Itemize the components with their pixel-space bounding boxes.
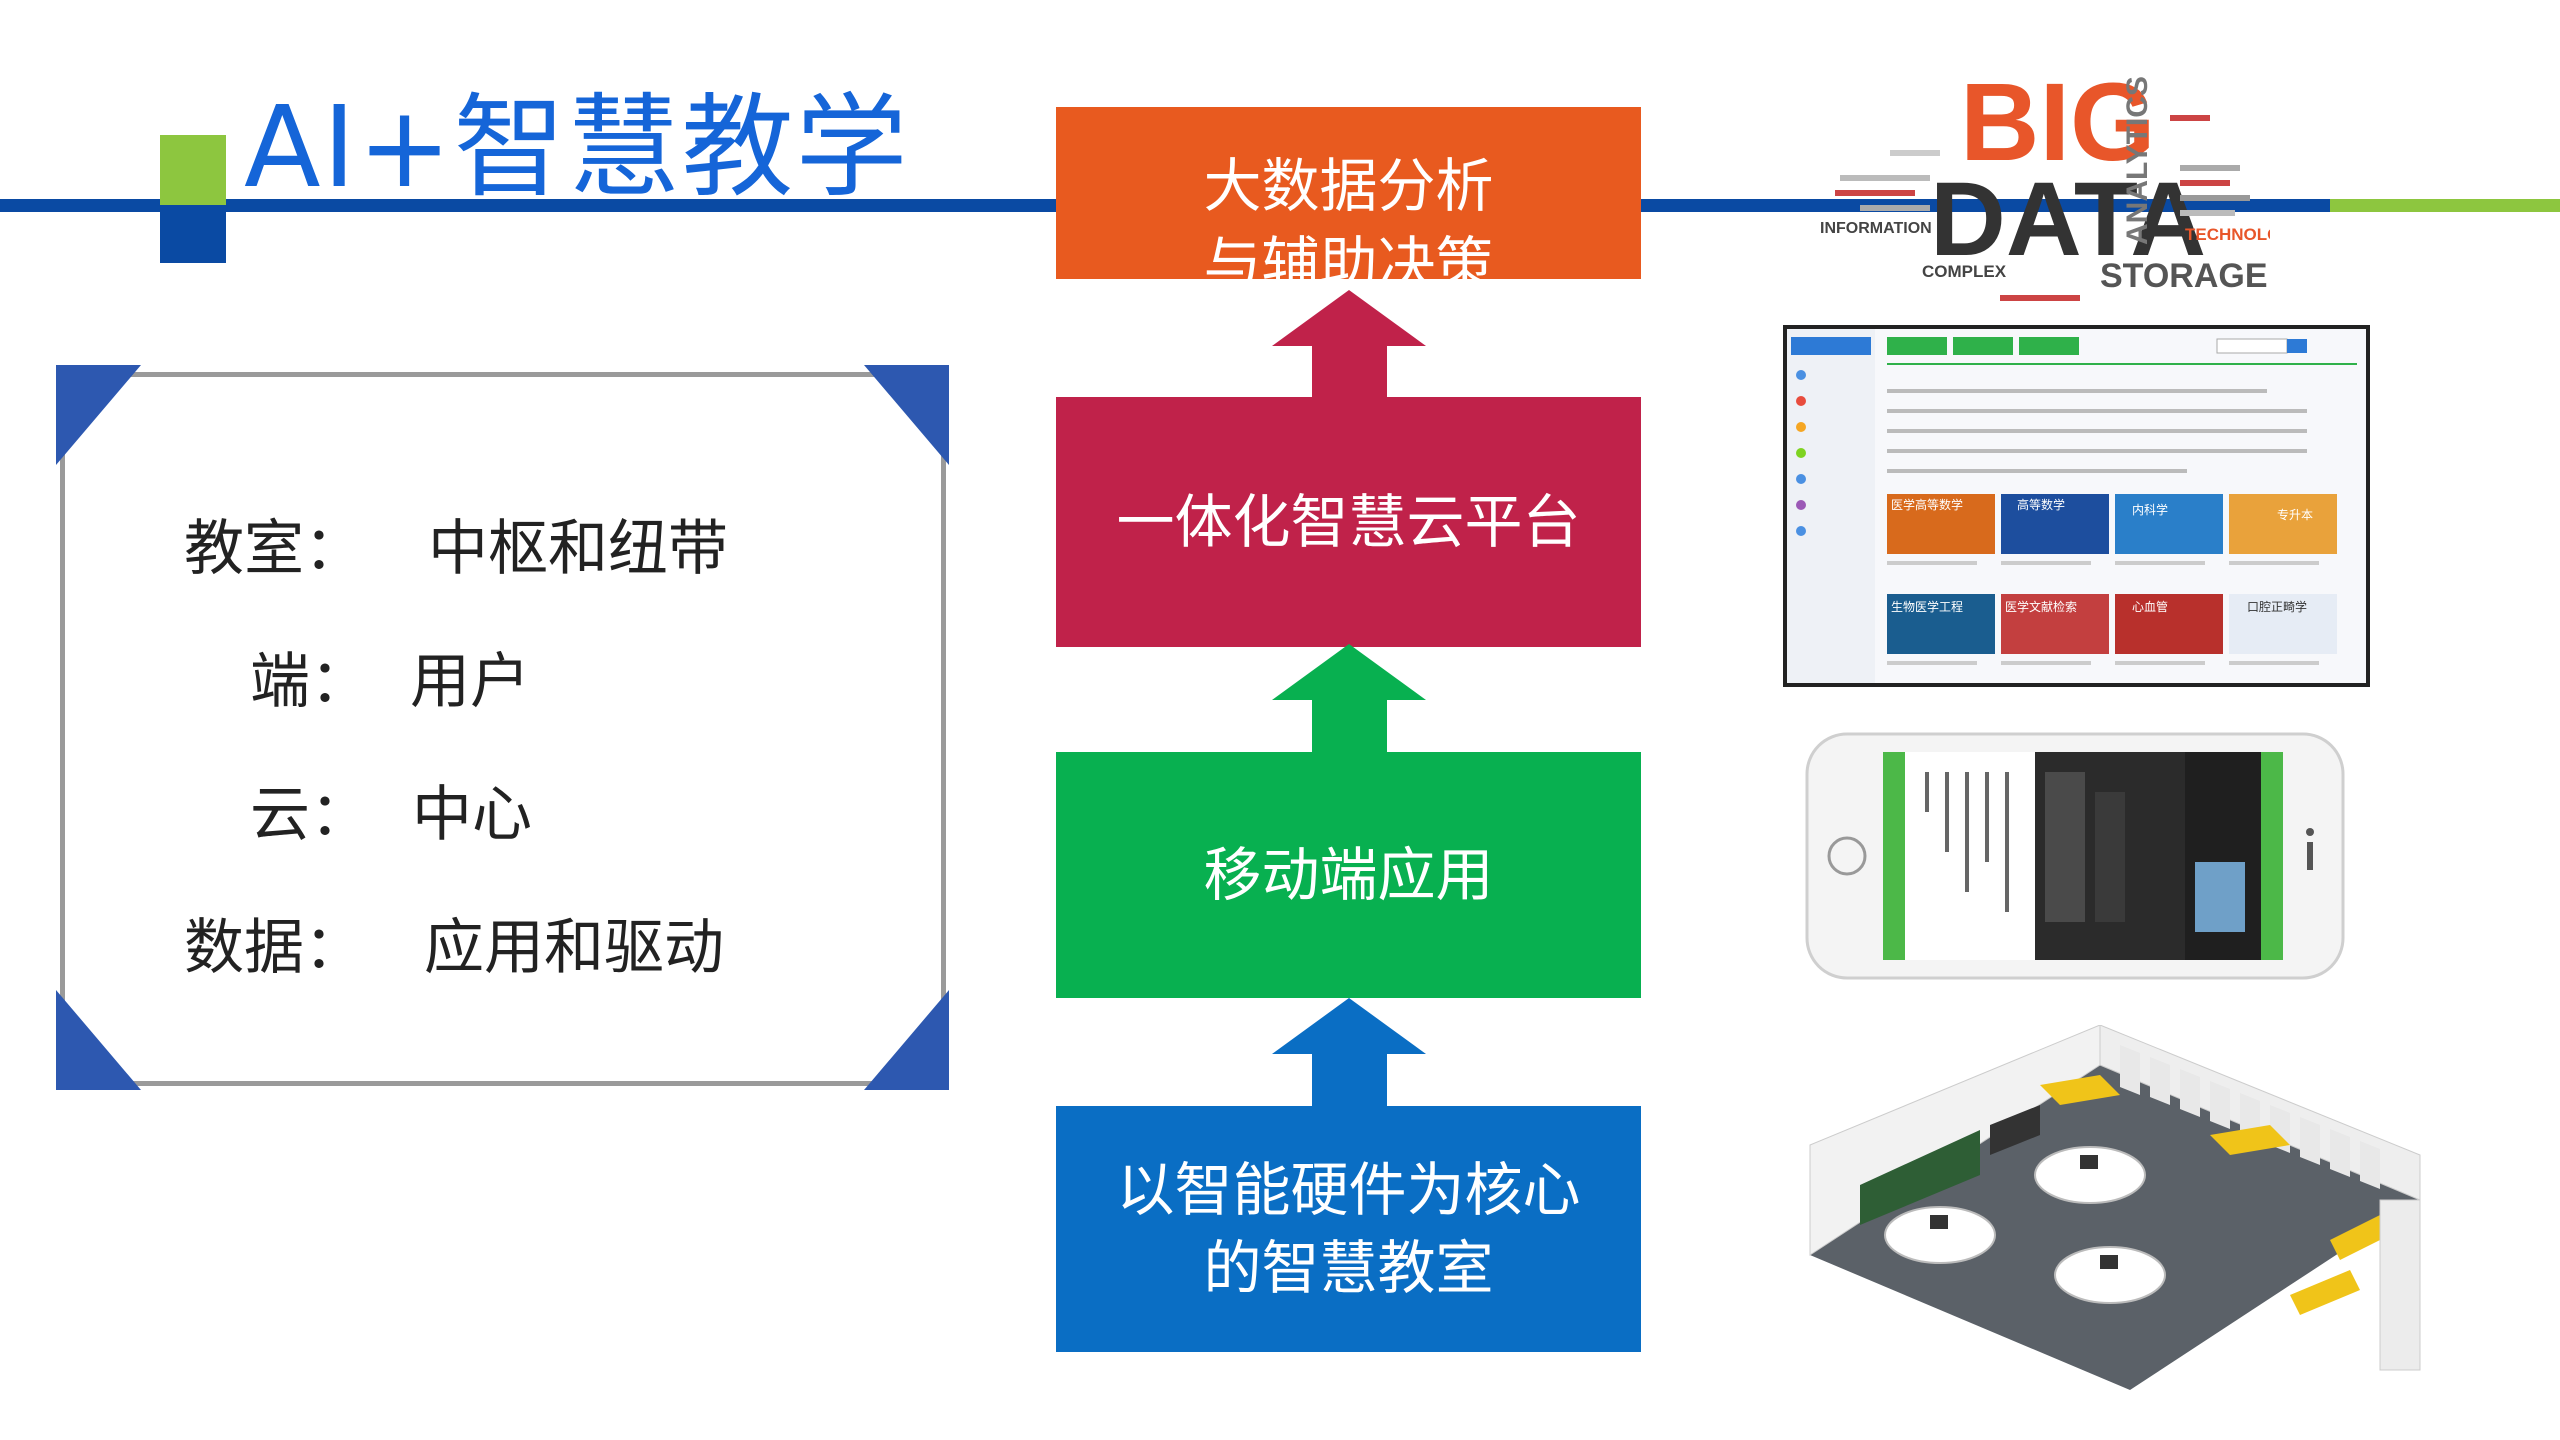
info-label: 云： (250, 780, 370, 850)
course-card-title: 专升本 (2277, 507, 2313, 522)
flow-block-text: 与辅助决策 (1203, 230, 1494, 279)
course-card-title: 内科学 (2132, 502, 2168, 517)
arrow-shaft (1312, 700, 1387, 753)
word-technologies: TECHNOLOGIES (2185, 225, 2270, 244)
mobile-phone-image (1805, 732, 2345, 980)
arrow-head (1272, 290, 1426, 346)
title-accent-square (160, 135, 226, 205)
arrow-head (1272, 644, 1426, 700)
flow-block-classroom: 以智能硬件为核心 的智慧教室 (1056, 1106, 1641, 1352)
info-frame (60, 372, 946, 1086)
word-complex: COMPLEX (1922, 262, 2007, 281)
word-storage: STORAGE (2100, 257, 2268, 295)
info-value: 应用和驱动 (424, 913, 724, 983)
word-big: BIG (1960, 61, 2156, 184)
flow-block-text: 大数据分析 (1203, 152, 1494, 220)
title-divider-accent (2330, 199, 2560, 212)
arrow-shaft (1312, 346, 1387, 398)
flow-block-cloud: 一体化智慧云平台 (1056, 397, 1641, 647)
frame-corner-bottom-left (56, 990, 141, 1090)
course-card-title: 医学高等数学 (1891, 497, 1963, 512)
flow-block-text: 以智能硬件为核心 (1116, 1156, 1581, 1224)
course-card-title: 口腔正畸学 (2247, 599, 2307, 614)
frame-corner-top-right (864, 365, 949, 465)
word-data: DATA (1930, 161, 2206, 278)
course-card-title: 心血管 (2132, 599, 2168, 614)
info-label: 数据： (184, 913, 364, 983)
info-label: 教室： (184, 514, 364, 584)
flow-block-mobile: 移动端应用 (1056, 752, 1641, 998)
info-value: 中枢和纽带 (428, 514, 728, 584)
title-accent-square-blue (160, 205, 226, 263)
frame-corner-top-left (56, 365, 141, 465)
arrow-head (1272, 998, 1426, 1054)
arrow-shaft (1312, 1054, 1387, 1107)
course-cards: 医学高等数学 高等数学 内科学 专升本 生物医学工程 医学文献检索 心血管 口腔… (1887, 494, 2337, 665)
flow-block-text: 移动端应用 (1203, 841, 1494, 909)
platform-screenshot-graphic: 医学高等数学 高等数学 内科学 专升本 生物医学工程 医学文献检索 心血管 口腔… (1787, 329, 2366, 683)
flow-block-text: 的智慧教室 (1203, 1234, 1494, 1302)
word-analytics: ANALYTICS (2121, 76, 2154, 245)
title-divider-line (0, 199, 1090, 212)
frame-corner-bottom-right (864, 990, 949, 1090)
info-value: 中心 (412, 780, 532, 850)
info-label: 端： (250, 647, 370, 717)
page-title: AI+智慧教学 (244, 83, 910, 213)
info-value: 用户 (410, 647, 530, 717)
course-card-title: 生物医学工程 (1891, 599, 1963, 614)
course-card-title: 高等数学 (2017, 497, 2065, 512)
word-information: INFORMATION (1820, 220, 1932, 237)
cloud-platform-screenshot: 医学高等数学 高等数学 内科学 专升本 生物医学工程 医学文献检索 心血管 口腔… (1783, 325, 2370, 687)
flow-block-text: 一体化智慧云平台 (1116, 488, 1581, 556)
big-data-word-cloud-image: BIG DATA STORAGE INFORMATION COMPLEX TEC… (1820, 61, 2270, 301)
flow-block-bigdata: 大数据分析 与辅助决策 (1056, 107, 1641, 279)
smart-classroom-image (1809, 1025, 2421, 1390)
word-cloud-small-words (1835, 115, 2250, 301)
course-card-title: 医学文献检索 (2005, 599, 2077, 614)
